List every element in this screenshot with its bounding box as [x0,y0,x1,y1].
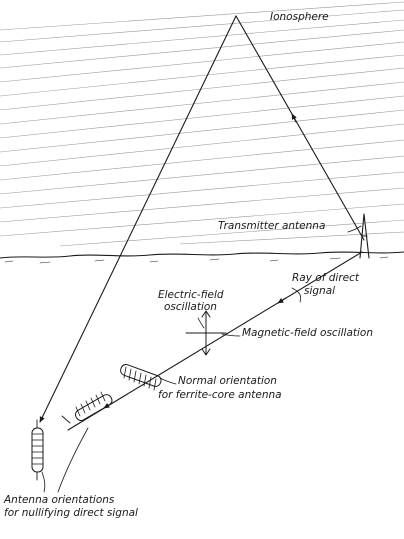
direct-ray-arrow [277,297,287,304]
ferrite-antenna-vertical-icon [31,419,44,481]
label-electric-field-line2: oscillation [164,301,217,313]
leader-normal [159,377,177,385]
label-magnetic-field: Magnetic-field oscillation [242,327,373,339]
sky-wave-down [39,15,237,423]
ionosphere-hatching [0,1,404,247]
ferrite-antenna-rotated-icon [61,391,113,424]
leader-magnetic [221,333,241,337]
transmitter-antenna-icon [359,213,370,259]
leader-electric [197,317,205,329]
label-normal-orientation-line2: for ferrite-core antenna [158,389,282,401]
label-normal-orientation-line1: Normal orientation [178,375,277,387]
label-electric-field-line1: Electric-field [158,289,224,301]
label-ray-direct-line1: Ray of direct [292,272,360,284]
leader-nullifying-1 [57,427,89,493]
ground-texture [4,256,389,264]
ferrite-antenna-normal-icon [120,364,162,391]
label-nullifying-line1: Antenna orientations [3,494,115,506]
field-oscillation-cross [185,310,227,356]
label-nullifying-line2: for nullifying direct signal [4,507,138,519]
sky-wave-up [235,15,365,241]
horizon-line [0,251,404,259]
label-ionosphere: Ionosphere [270,11,329,23]
leader-ray [291,287,302,303]
sky-wave-up-arrow [291,113,297,123]
leader-nullifying-2 [41,471,46,493]
label-transmitter-antenna: Transmitter antenna [218,220,325,232]
leader-transmitter [347,225,362,233]
direct-ray [67,251,363,431]
label-ray-direct-line2: signal [304,285,335,297]
